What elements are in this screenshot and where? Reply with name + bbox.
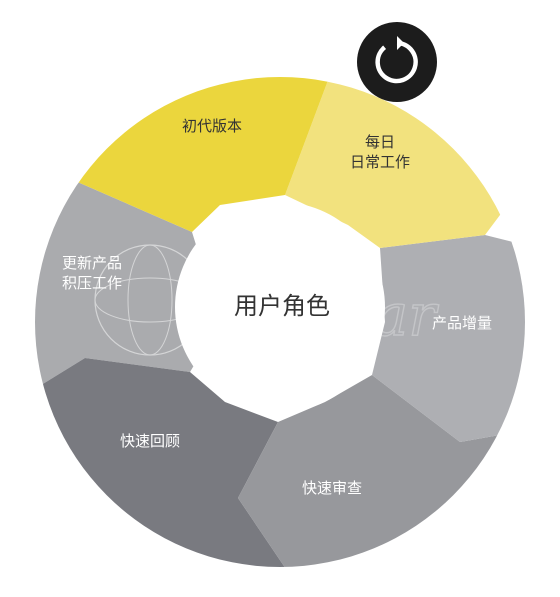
label-quick-retrospective: 快速回顾 — [120, 432, 180, 450]
center-circle — [175, 202, 385, 412]
segment-product-increment — [372, 235, 525, 442]
refresh-cycle-icon — [357, 22, 437, 102]
segment-label-line: 快速审查 — [302, 479, 362, 497]
label-quick-review: 快速审查 — [302, 479, 362, 497]
segment-update-backlog — [35, 170, 220, 395]
label-initial-version: 初代版本 — [182, 117, 242, 135]
segment-initial-version — [40, 77, 330, 232]
center-label: 用户角色 — [234, 292, 330, 320]
icon-badge — [357, 22, 437, 102]
segment-label-line: 更新产品 — [62, 254, 122, 272]
segment-label-line: 初代版本 — [182, 117, 242, 135]
segment-label-line: 积压工作 — [62, 274, 122, 292]
label-daily-work: 每日日常工作 — [350, 133, 410, 171]
segment-labels: 初代版本 每日日常工作 产品增量 快速审查 快速回顾 更新产品积压工作 — [62, 117, 492, 497]
label-update-backlog: 更新产品积压工作 — [62, 254, 122, 292]
label-product-increment: 产品增量 — [432, 314, 492, 332]
segment-label-line: 每日 — [365, 133, 395, 151]
segment-label-line: 快速回顾 — [120, 432, 180, 450]
segment-label-line: 日常工作 — [350, 153, 410, 171]
segment-label-line: 产品增量 — [432, 314, 492, 332]
